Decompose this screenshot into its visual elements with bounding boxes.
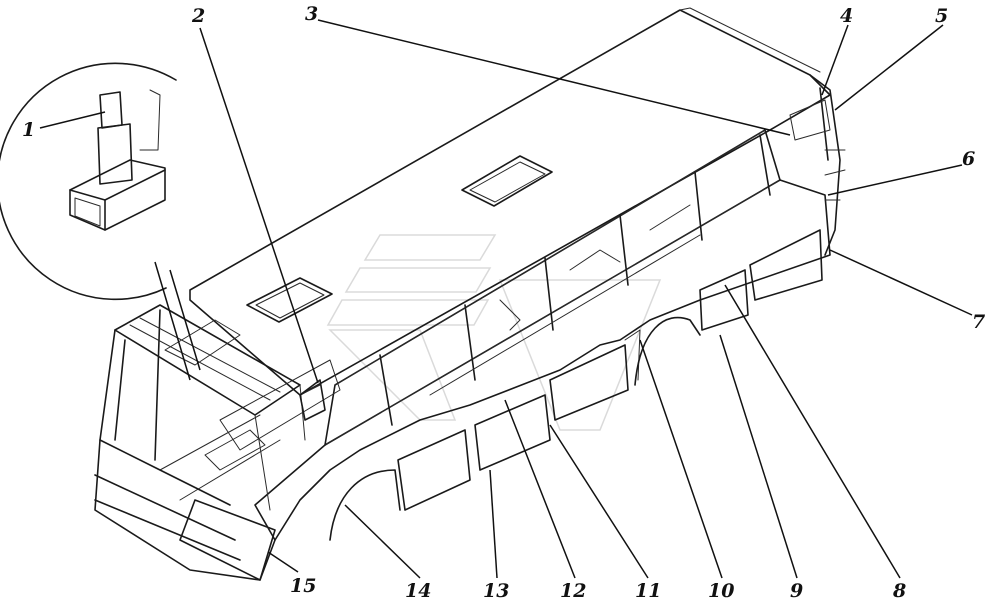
- side-skin: [254, 179, 831, 541]
- leader-lines: [39, 19, 973, 579]
- roof-hatch-rear: [461, 155, 553, 207]
- callout-2: 2: [191, 5, 205, 27]
- rear-end-frame: [789, 74, 846, 256]
- callout-12: 12: [560, 580, 586, 602]
- wheel-arch-rear: [634, 316, 701, 386]
- callout-3: 3: [305, 3, 318, 25]
- callout-10: 10: [708, 580, 734, 602]
- callout-14: 14: [405, 580, 431, 602]
- callout-5: 5: [935, 5, 948, 27]
- callout-6: 6: [962, 148, 975, 170]
- lower-panels: [397, 229, 823, 511]
- callout-labels: 1 2 3 4 5 6 7 8 9 10 11 12 13 14 15: [22, 3, 985, 602]
- window-frame: [324, 129, 781, 446]
- callout-13: 13: [483, 580, 509, 602]
- front-end-frame: [94, 304, 326, 581]
- interior-floor: [159, 359, 341, 501]
- watermark-logo: [326, 234, 662, 431]
- callout-4: 4: [840, 5, 853, 27]
- wheel-arch-front: [329, 469, 401, 541]
- callout-7: 7: [972, 311, 985, 333]
- callout-8: 8: [892, 580, 906, 602]
- callout-1: 1: [22, 119, 35, 141]
- roof-hatch-front: [246, 277, 333, 323]
- callout-11: 11: [635, 580, 661, 602]
- detail-inset: [0, 62, 201, 381]
- callout-15: 15: [290, 575, 316, 597]
- callout-9: 9: [790, 580, 803, 602]
